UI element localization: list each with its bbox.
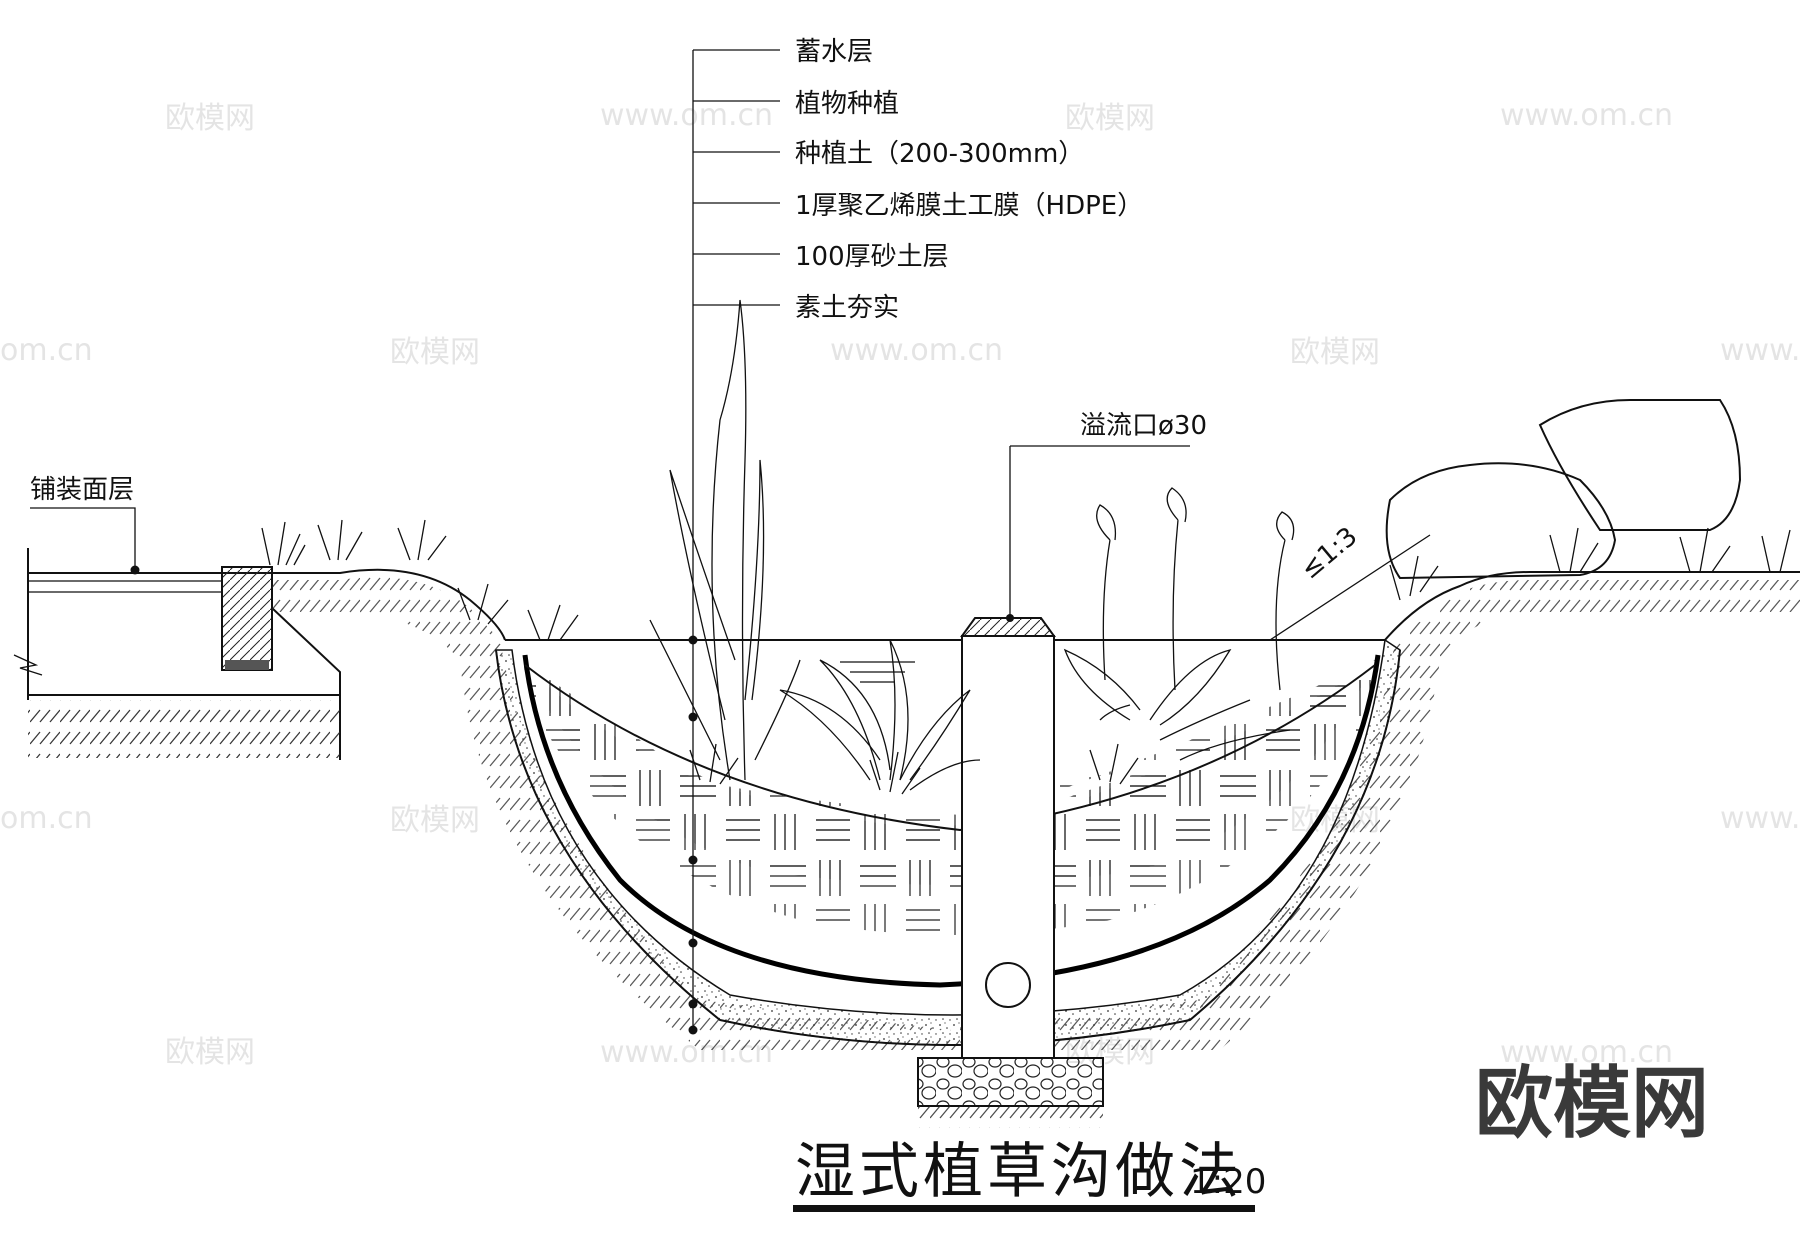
label-overflow: 溢流口ø30 (1080, 411, 1207, 441)
watermark-url: www.om.cn (1500, 98, 1673, 133)
label-compacted-soil: 素土夯实 (795, 293, 899, 323)
scale-text: 1:20 (1190, 1162, 1266, 1202)
leafy-plant-icon (779, 639, 981, 791)
label-sand: 100厚砂土层 (795, 242, 949, 272)
label-storage-layer: 蓄水层 (795, 37, 873, 67)
watermark-url: www.om.cn (1500, 1035, 1673, 1070)
drawing-title: 湿式植草沟做法 1:20 (793, 1137, 1266, 1212)
watermark-grid: 欧模网 www.om.cn 欧模网 www.om.cn om.cn 欧模网 ww… (0, 98, 1800, 1070)
watermark-brand: 欧模网 (165, 1035, 255, 1070)
hdpe-membrane (522, 654, 1381, 988)
compacted-earth (272, 577, 1800, 1050)
label-slope: ≤1:3 (1295, 521, 1363, 585)
watermark-brand: 欧模网 (1065, 101, 1155, 136)
watermark-domain: om.cn (0, 333, 93, 368)
label-planting-soil: 种植土（200-300mm） (795, 139, 1084, 169)
flower-plant-icon (1063, 487, 1295, 761)
rock-icon (1385, 399, 1742, 580)
title-text: 湿式植草沟做法 (795, 1137, 1243, 1207)
watermark-url: www.om.cn (1720, 801, 1800, 836)
curb (221, 566, 273, 671)
gravel-base (917, 1057, 1104, 1107)
left-bank (272, 568, 506, 641)
label-pavement: 铺装面层 (30, 475, 134, 505)
water-lines-icon (840, 661, 915, 683)
right-bank (1384, 571, 1800, 641)
drain-pipe-icon (985, 962, 1031, 1008)
label-planting: 植物种植 (795, 89, 899, 119)
slope-annotation: ≤1:3 (1269, 521, 1431, 641)
layer-labels: 蓄水层 植物种植 种植土（200-300mm） 1厚聚乙烯膜土工膜（HDPE） … (795, 37, 1143, 323)
overflow-riser (960, 445, 1190, 1059)
watermark-brand: 欧模网 (165, 101, 255, 136)
title-underline (793, 1205, 1255, 1212)
watermark-brand: 欧模网 (1290, 335, 1380, 370)
watermark-url: www.om.cn (1720, 333, 1800, 368)
watermark-brand: 欧模网 (390, 803, 480, 838)
brand-watermark: 欧模网 (1475, 1059, 1709, 1149)
pavement-section (13, 507, 341, 760)
watermark-url: www.om.cn (830, 333, 1003, 368)
watermark-domain: om.cn (0, 801, 93, 836)
watermark-url: www.om.cn (600, 98, 773, 133)
watermark-brand: 欧模网 (390, 335, 480, 370)
label-hdpe: 1厚聚乙烯膜土工膜（HDPE） (795, 191, 1143, 221)
aquatic-plant-icon (649, 299, 801, 781)
